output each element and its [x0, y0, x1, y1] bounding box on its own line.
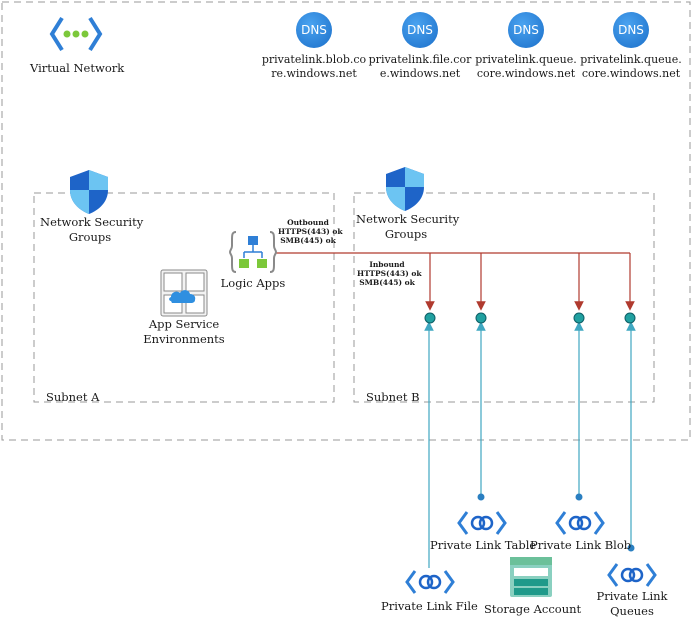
logic-apps-label: Logic Apps — [220, 276, 286, 290]
inbound-rule-label: Inbound HTTPS(443) ok SMB(445) ok — [357, 260, 422, 287]
nsg-shield-icon — [70, 170, 108, 214]
link-table-dot — [477, 493, 485, 501]
subnet-b-boundary — [353, 192, 655, 403]
private-link-icon — [457, 511, 507, 535]
subnet-a-boundary — [33, 192, 335, 403]
logic-apps-icon — [228, 231, 278, 273]
subnet-a-label: Subnet A — [46, 390, 100, 404]
virtual-network-label: Virtual Network — [30, 61, 125, 75]
vnet-boundary — [1, 1, 691, 441]
app-service-environment-icon — [160, 269, 208, 317]
private-link-icon — [607, 563, 657, 587]
subnet-b-label: Subnet B — [366, 390, 420, 404]
dns-icon: DNS — [613, 12, 649, 48]
link-blob-dot — [575, 493, 583, 501]
private-endpoint-table[interactable] — [475, 312, 487, 324]
dns-zone-label: privatelink.queue.core.windows.net — [580, 53, 682, 80]
virtual-network-icon — [49, 16, 103, 52]
private-link-blob-label: Private Link Blob — [530, 538, 632, 552]
private-endpoint-queue[interactable] — [624, 312, 636, 324]
private-endpoint-blob[interactable] — [573, 312, 585, 324]
dns-icon: DNS — [296, 12, 332, 48]
private-link-file-label: Private Link File — [381, 599, 478, 613]
nsg-shield-icon — [386, 167, 424, 211]
private-link-icon — [555, 511, 605, 535]
storage-account-label: Storage Account — [484, 602, 582, 616]
dns-icon: DNS — [508, 12, 544, 48]
link-queue-dot — [627, 544, 635, 552]
outbound-rule-label: Outbound HTTPS(443) ok SMB(445) ok — [278, 218, 343, 245]
dns-icon: DNS — [402, 12, 438, 48]
private-link-table-label: Private Link Table — [430, 538, 537, 552]
private-endpoint-file[interactable] — [424, 312, 436, 324]
private-link-icon — [405, 570, 455, 594]
storage-account-icon — [510, 557, 552, 597]
dns-zone-label: privatelink.queue.core.windows.net — [475, 53, 577, 80]
